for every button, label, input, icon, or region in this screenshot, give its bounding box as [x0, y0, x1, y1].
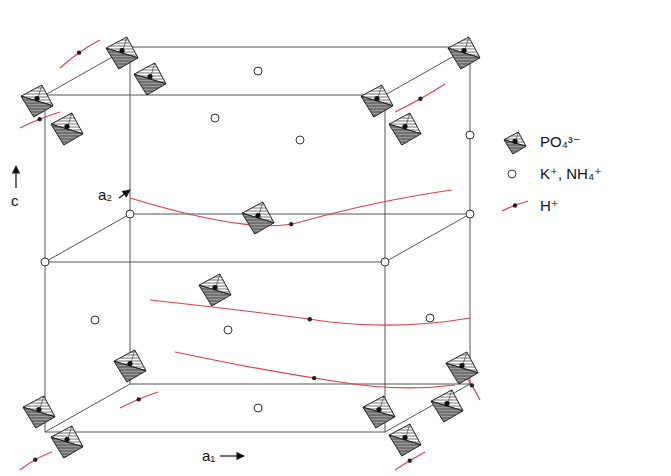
axis-label: c [11, 192, 19, 210]
phosphate-tetrahedron [363, 396, 395, 428]
axis-arrow [220, 455, 244, 456]
legend-row: K⁺, NH₄⁺ [500, 161, 602, 187]
hydrogen-atom [312, 376, 316, 380]
phosphate-tetrahedron [389, 424, 421, 456]
hydrogen-atom [408, 458, 412, 462]
legend-row: PO₄³⁻ [500, 129, 581, 155]
hydrogen-bond [130, 190, 452, 226]
cell-edge [130, 214, 470, 215]
cation [296, 136, 304, 144]
axis-label-text: c [11, 192, 19, 209]
cation [211, 114, 219, 122]
legend-swatch [500, 129, 532, 155]
phosphate-tetrahedron [114, 350, 146, 382]
legend-swatch [500, 161, 532, 187]
cell-edges [45, 47, 470, 432]
phosphate-tetrahedron [51, 113, 83, 145]
phosphate-tetrahedron [199, 274, 231, 306]
phosphate-tetrahedron [389, 113, 421, 145]
cell-edge [45, 384, 130, 432]
cation [466, 210, 474, 218]
phosphate-tetrahedron [21, 85, 53, 117]
phosphate-tetrahedron [134, 63, 166, 95]
axis-label-text: a₂ [98, 186, 112, 203]
cell-edge [385, 214, 470, 262]
axis-label-text: a₁ [202, 447, 215, 464]
phosphate-tetrahedron [361, 85, 393, 117]
cation-sites [41, 67, 474, 412]
cation [381, 258, 389, 266]
legend-swatch [500, 193, 532, 219]
hydrogen-bond [175, 352, 455, 388]
hydrogen-atom [470, 383, 474, 387]
hydrogen-atom [289, 222, 293, 226]
hydrogen-atom [77, 50, 81, 54]
legend-text: K⁺, NH₄⁺ [540, 165, 602, 183]
cell-edge [45, 214, 130, 262]
cell-edge [45, 262, 385, 263]
hydrogen-atom [137, 397, 141, 401]
axis-arrows [16, 166, 244, 456]
cation [91, 316, 99, 324]
phosphate-tetrahedron [106, 37, 138, 69]
phosphate-tetrahedron [242, 202, 274, 234]
phosphate-tetrahedron [51, 426, 83, 458]
hydrogen-bonds [20, 40, 480, 470]
hydrogen-bond [20, 452, 52, 470]
cell-edge [385, 384, 470, 432]
hydrogen-atom [308, 317, 312, 321]
cell-edge [45, 95, 385, 96]
cell-edge [45, 432, 385, 433]
hydrogen-atom [33, 457, 37, 461]
cell-edge [130, 384, 470, 385]
cation [41, 258, 49, 266]
hydrogen-atom [418, 97, 422, 101]
legend-text: H⁺ [540, 197, 559, 215]
hydrogen-bond [395, 84, 445, 112]
axis-label: a₂ [98, 186, 112, 204]
cation [426, 314, 434, 322]
phosphate-tetrahedron [446, 352, 478, 384]
axis-arrow [15, 166, 16, 188]
tetrahedra [21, 37, 480, 458]
hydrogen-atom [37, 117, 41, 121]
phosphate-tetrahedron [23, 396, 55, 428]
cation [466, 131, 474, 139]
legend-text: PO₄³⁻ [540, 133, 581, 151]
hydrogen-bond [120, 392, 158, 408]
cation [254, 404, 262, 412]
phosphate-tetrahedron [448, 37, 480, 69]
cation [224, 326, 232, 334]
phosphate-tetrahedron [431, 390, 463, 422]
phosphate-tetrahedron [504, 132, 526, 154]
cation [126, 210, 134, 218]
hydrogen-bond [60, 40, 100, 68]
hydrogen-bond [395, 452, 425, 470]
legend-row: H⁺ [500, 193, 559, 219]
cation [254, 67, 262, 75]
hydrogen-bond [150, 300, 470, 325]
cell-edge [130, 47, 470, 48]
axis-arrow [119, 190, 130, 198]
axis-label: a₁ [202, 447, 215, 465]
